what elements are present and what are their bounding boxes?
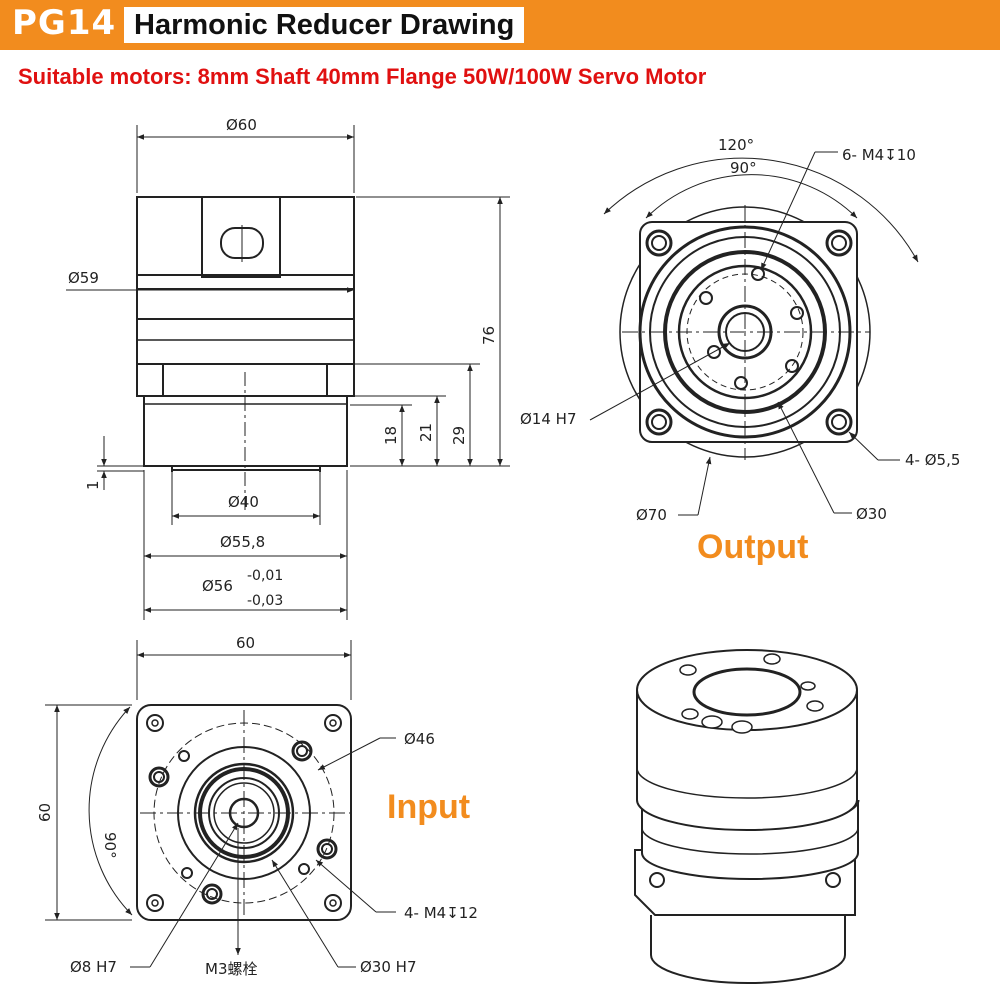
holes-4-m4-label: 4- M4↧12: [404, 904, 478, 922]
model-number: PG14: [12, 3, 117, 43]
dim-d40-label: Ø40: [228, 493, 259, 511]
input-view-label: Input: [387, 788, 471, 826]
angle-120-label: 120°: [718, 136, 754, 154]
side-view: [66, 125, 510, 620]
dim-d30-input-label: Ø30 H7: [360, 958, 416, 976]
angle-90-label: 90°: [730, 159, 757, 177]
tolerance-lower: -0,03: [247, 593, 283, 609]
motor-compatibility-note: Suitable motors: 8mm Shaft 40mm Flange 5…: [18, 64, 707, 89]
output-view-label: Output: [697, 528, 809, 566]
dim-height-60-label: 60: [36, 803, 54, 822]
holes-6-m4-label: 6- M4↧10: [842, 146, 916, 164]
dim-d46-label: Ø46: [404, 730, 435, 748]
dim-18-label: 18: [382, 426, 400, 445]
holes-4-d5-5-label: 4- Ø5,5: [905, 451, 960, 469]
page-title: Harmonic Reducer Drawing: [124, 7, 525, 43]
dim-d70-label: Ø70: [636, 506, 667, 524]
dim-d55-8-label: Ø55,8: [220, 533, 265, 551]
dim-76-label: 76: [480, 326, 498, 345]
input-view: [45, 640, 396, 968]
angle-90-input-label: 90°: [101, 832, 119, 859]
dim-29-label: 29: [450, 426, 468, 445]
dim-1-label: 1: [84, 480, 102, 490]
dim-d8-label: Ø8 H7: [70, 958, 117, 976]
dim-d59-label: Ø59: [68, 269, 99, 287]
dim-d56-label: Ø56: [202, 577, 233, 595]
dim-d60-label: Ø60: [226, 116, 257, 134]
tolerance-upper: -0,01: [247, 568, 283, 584]
output-view: [589, 151, 919, 516]
isometric-view: [634, 649, 860, 984]
dim-d14-label: Ø14 H7: [520, 410, 576, 428]
m3-bolt-label: M3螺栓: [205, 960, 258, 978]
dim-21-label: 21: [417, 423, 435, 442]
title-banner: PG14 Harmonic Reducer Drawing: [0, 0, 1000, 50]
dim-d30-output-label: Ø30: [856, 505, 887, 523]
dim-width-60-label: 60: [236, 634, 255, 652]
